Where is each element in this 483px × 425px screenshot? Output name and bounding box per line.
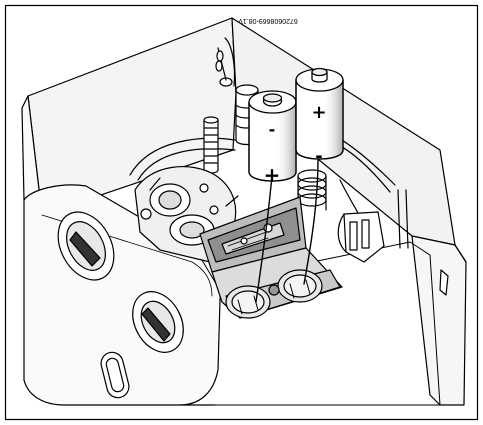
figure-reference-code: 6720608669-08.1V xyxy=(238,17,298,24)
cable-connector xyxy=(337,211,385,263)
battery-left xyxy=(248,90,297,182)
threaded-connector xyxy=(203,116,219,174)
battery-right-top-terminal: + xyxy=(311,102,326,123)
battery-compartment xyxy=(199,196,343,319)
battery-right xyxy=(295,67,344,160)
battery-left-top-terminal: - xyxy=(269,120,276,139)
battery-right-bottom-terminal: - xyxy=(315,146,322,167)
battery-left-bottom-terminal: + xyxy=(264,163,281,187)
boiler-housing xyxy=(21,17,467,406)
spring-coil xyxy=(297,169,327,211)
figure-frame xyxy=(4,4,479,421)
front-knobs xyxy=(57,211,184,399)
insertion-guide-lines xyxy=(255,159,319,303)
